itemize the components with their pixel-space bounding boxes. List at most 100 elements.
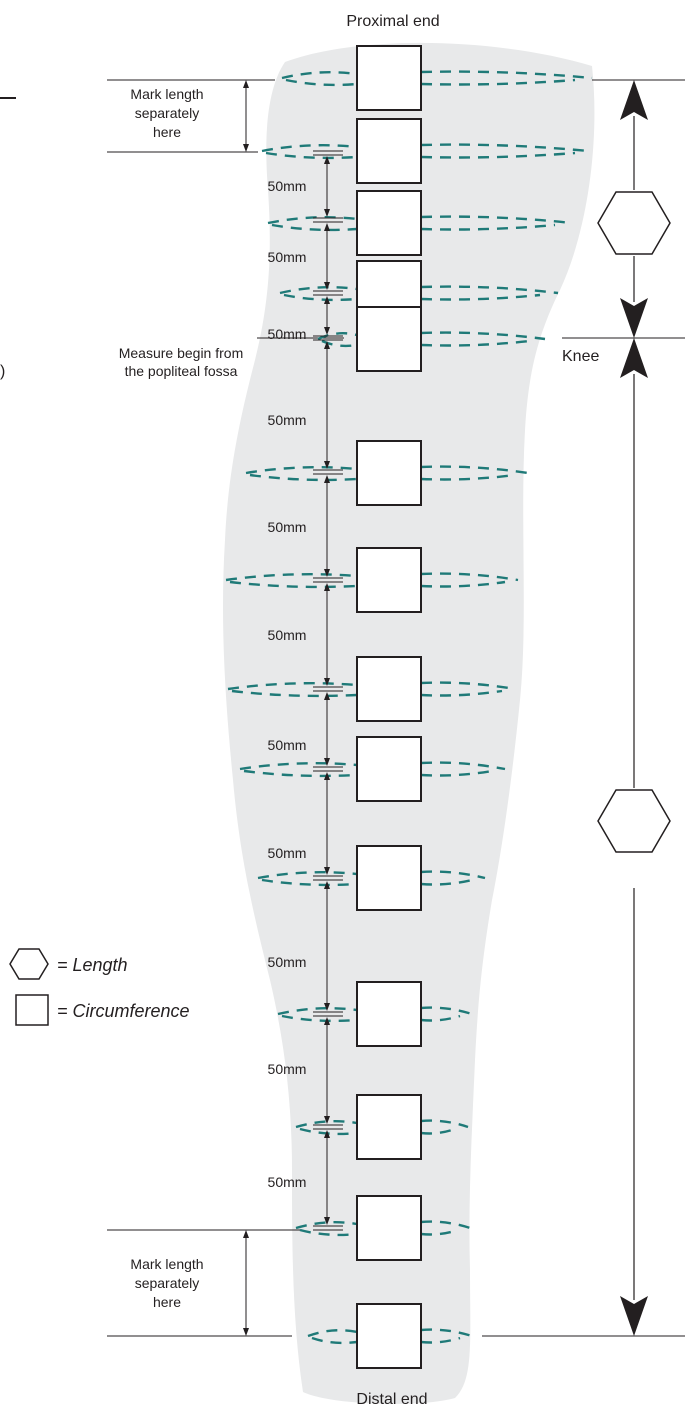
tape-line-right [420, 1328, 473, 1338]
interval-arrowhead-down [324, 678, 330, 686]
circumference-box [356, 845, 422, 911]
circumference-box [356, 1303, 422, 1369]
interval-label: 50mm [268, 845, 307, 861]
tape-line-right [420, 580, 506, 588]
tape-line-left [249, 473, 358, 482]
interval-arrowhead-down [324, 327, 330, 335]
hexagon-icon [597, 789, 671, 853]
tape-line-left [231, 689, 358, 698]
interval-arrowhead-up [324, 772, 330, 780]
square-icon [15, 994, 49, 1026]
circumference-box [356, 118, 422, 184]
tape-line-left [279, 286, 358, 295]
tape-line-right [420, 473, 516, 481]
tape-line-left [257, 871, 358, 880]
arrowhead-bottom [620, 1296, 648, 1336]
interval-label: 50mm [268, 326, 307, 342]
arrowhead-top [620, 80, 648, 120]
tape-line-right [420, 339, 531, 347]
interval-arrowhead-down [324, 1003, 330, 1011]
tape-line-left [229, 580, 358, 589]
tape-line-left [321, 339, 358, 348]
tape-line-right [420, 1228, 459, 1236]
tape-line-right [420, 1119, 469, 1129]
mark-bottom-text-1: Mark length [130, 1256, 203, 1272]
interval-arrowhead-up [324, 1130, 330, 1138]
hexagon-icon [9, 948, 49, 980]
tape-line-left [295, 1221, 358, 1230]
mark-bottom-arrowhead-down [243, 1328, 249, 1336]
interval-arrowhead-down [324, 461, 330, 469]
tape-line-right [420, 151, 576, 159]
tape-line-left [281, 1014, 358, 1023]
tape-line-right [420, 769, 493, 777]
interval-markers: 50mm50mm50mm50mm50mm50mm50mm50mm50mm50mm… [268, 150, 343, 1231]
tape-line-right [420, 331, 546, 341]
interval-label: 50mm [268, 249, 307, 265]
circumference-box [356, 45, 422, 111]
circumference-box [356, 190, 422, 256]
tape-line-right [420, 689, 503, 697]
circumference-box [356, 736, 422, 802]
tape-line-left [225, 573, 358, 582]
tape-line-left [267, 216, 358, 225]
interval-arrowhead-up [324, 583, 330, 591]
interval-arrowhead-up [324, 1017, 330, 1025]
tape-line-left [271, 223, 358, 232]
interval-label: 50mm [268, 519, 307, 535]
tape-line-left [285, 78, 358, 87]
tape-line-right [420, 215, 573, 225]
tape-line-left [295, 1120, 358, 1129]
interval-arrowhead-down [324, 867, 330, 875]
measure-text-2: the popliteal fossa [125, 363, 238, 379]
tape-line-right [420, 293, 541, 301]
interval-label: 50mm [268, 737, 307, 753]
interval-arrowhead-down [324, 758, 330, 766]
mark-bottom-text-3: here [153, 1294, 181, 1310]
interval-arrowhead-down [324, 282, 330, 290]
tape-line-right [420, 70, 593, 80]
mark-top-arrowhead-down [243, 144, 249, 152]
tape-line-left [281, 71, 358, 80]
circumference-box [356, 656, 422, 722]
mark-bottom-text-2: separately [135, 1275, 200, 1291]
tape-line-right [420, 1014, 461, 1022]
interval-label: 50mm [268, 954, 307, 970]
tape-line-right [420, 1336, 461, 1344]
tape-line-left [227, 682, 358, 691]
tape-line-right [420, 465, 529, 475]
mark-top-text-1: Mark length [130, 86, 203, 102]
tape-line-right [420, 143, 589, 153]
legend-circumference-label: = Circumference [57, 1001, 190, 1021]
tape-line-left [239, 762, 358, 771]
tape-line-left [265, 151, 358, 160]
tape-line-right [420, 223, 556, 231]
tape-line-right [420, 1127, 456, 1135]
circumference-box [356, 1094, 422, 1160]
interval-label: 50mm [268, 627, 307, 643]
interval-arrowhead-up [324, 692, 330, 700]
tape-line-left [243, 769, 358, 778]
interval-arrowhead-up [324, 156, 330, 164]
interval-arrowhead-down [324, 209, 330, 217]
interval-arrowhead-up [324, 223, 330, 231]
tape-lines [225, 70, 593, 1345]
interval-label: 50mm [268, 412, 307, 428]
knee-label: Knee [562, 348, 599, 365]
tape-line-right [420, 681, 516, 691]
tape-line-left [311, 1336, 358, 1345]
interval-arrowhead-down [324, 1116, 330, 1124]
mark-top-text-2: separately [135, 105, 200, 121]
interval-arrowhead-up [324, 341, 330, 349]
tape-line-left [299, 1228, 358, 1237]
measure-text-1: Measure begin from [119, 345, 244, 361]
circumference-box [356, 440, 422, 506]
circumference-box [356, 981, 422, 1047]
interval-arrowhead-up [324, 475, 330, 483]
interval-arrowhead-down [324, 569, 330, 577]
tape-line-right [420, 878, 473, 886]
limb-silhouette [222, 42, 595, 1404]
mark-top-arrowhead-up [243, 80, 249, 88]
circumference-boxes [356, 45, 422, 1369]
tape-line-right [420, 285, 559, 295]
